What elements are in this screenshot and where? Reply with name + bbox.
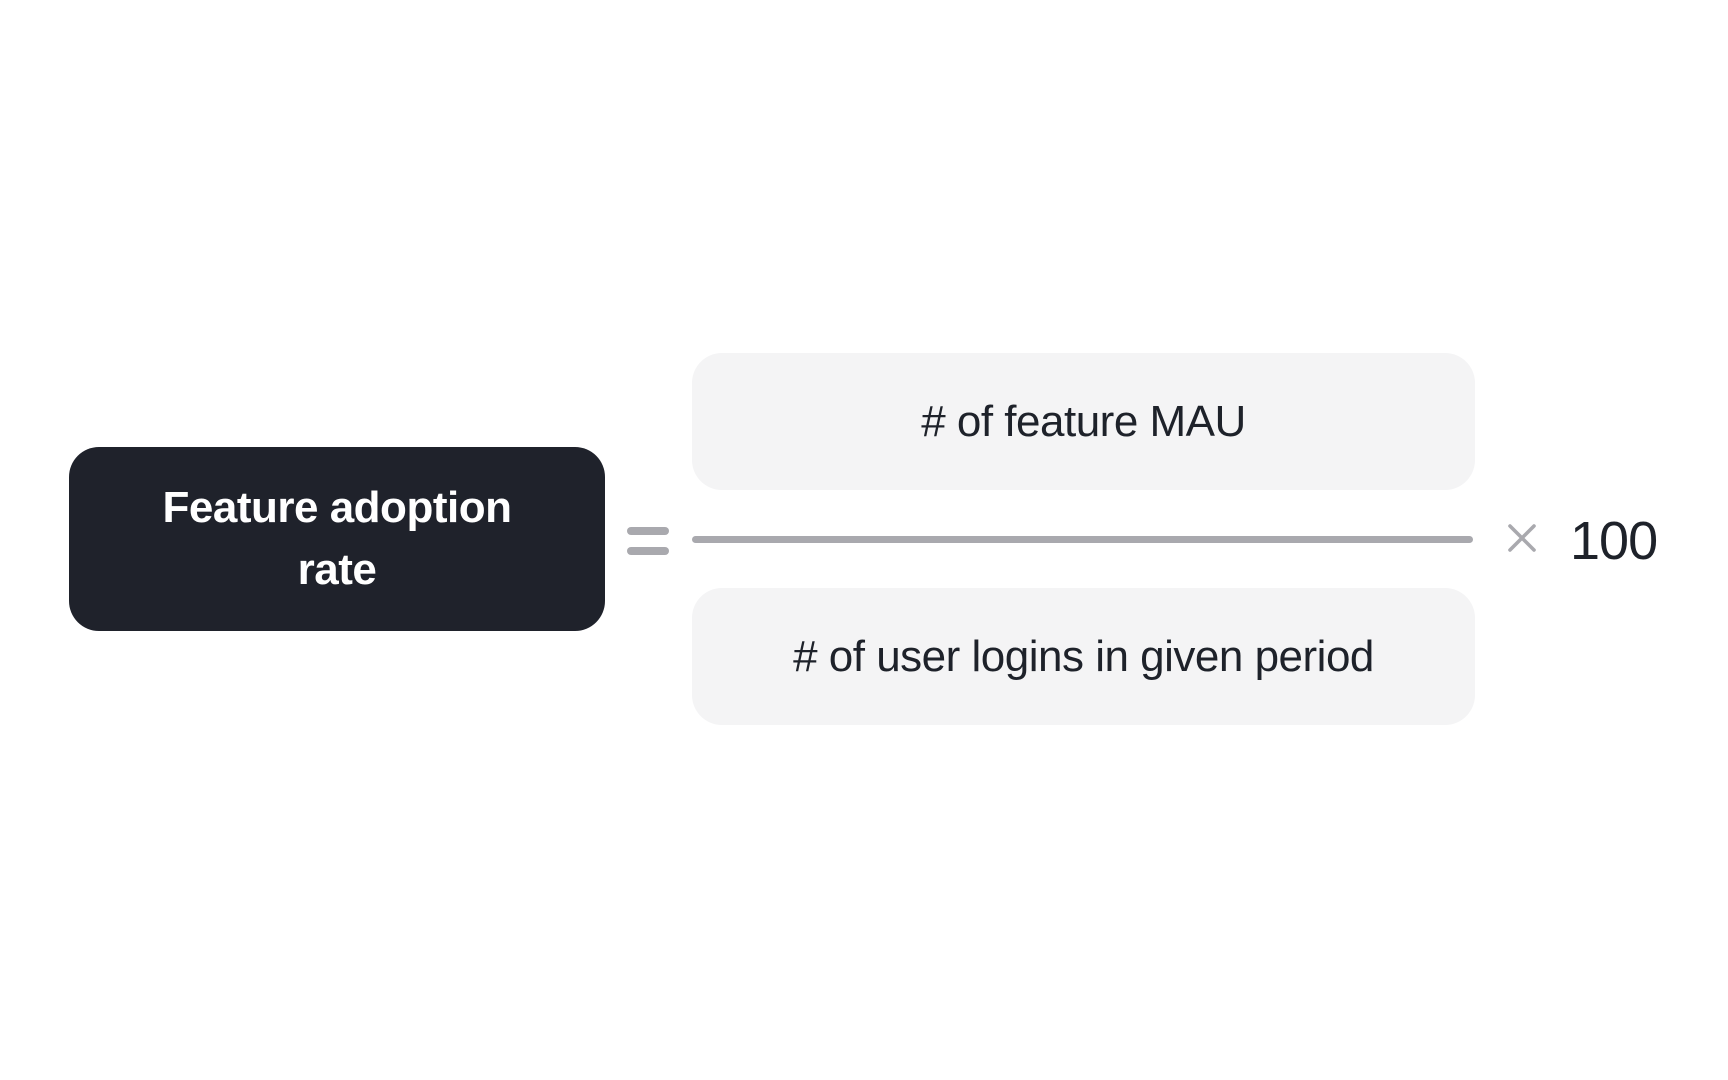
multiply-icon	[1508, 524, 1536, 552]
denominator-label: # of user logins in given period	[793, 631, 1374, 681]
multiplier-value: 100	[1570, 511, 1658, 571]
metric-name-label: Feature adoption rate	[162, 483, 512, 594]
equals-bottom-bar	[627, 547, 669, 555]
denominator-box: # of user logins in given period	[692, 588, 1475, 725]
equals-icon	[627, 527, 669, 555]
numerator-label: # of feature MAU	[921, 396, 1246, 446]
fraction-bar	[692, 536, 1473, 543]
numerator-box: # of feature MAU	[692, 353, 1475, 490]
equals-top-bar	[627, 527, 669, 535]
metric-name-pill: Feature adoption rate	[69, 447, 605, 631]
